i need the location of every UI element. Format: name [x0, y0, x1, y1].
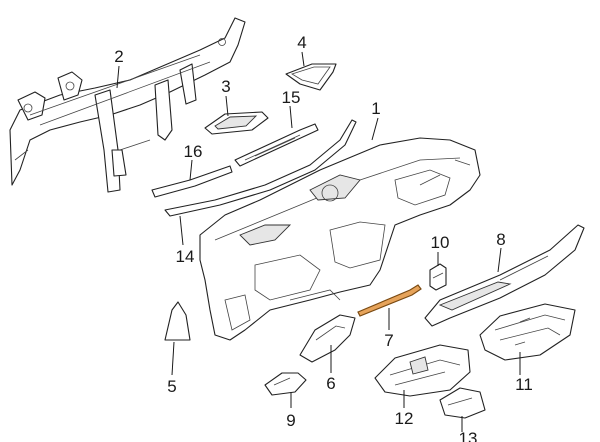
- part-6-knee-trim: [299, 314, 356, 363]
- part-7-trim-strip: [357, 284, 422, 317]
- part-8-dash-trim: [424, 224, 585, 327]
- part-13-small-bracket: [439, 387, 486, 419]
- part-16-trim-strip: [151, 165, 233, 198]
- callout-2: 2: [114, 47, 123, 66]
- part-3-vent-bezel: [204, 111, 269, 135]
- callout-6: 6: [326, 374, 335, 393]
- callout-labels: 1 2 3 4 5 6 7 8 9 10 11 12 13 14 15 16: [114, 33, 533, 442]
- callout-7: 7: [384, 331, 393, 350]
- part-10-bracket: [429, 263, 447, 291]
- callout-10: 10: [431, 233, 450, 252]
- callout-13: 13: [459, 429, 478, 442]
- callout-4: 4: [297, 33, 306, 52]
- callout-5: 5: [167, 377, 176, 396]
- part-5-end-cap: [164, 301, 191, 341]
- leader-lines: [116, 51, 521, 432]
- callout-15: 15: [282, 88, 301, 107]
- part-12-console-bracket: [374, 344, 471, 397]
- callout-3: 3: [221, 77, 230, 96]
- callout-11: 11: [515, 375, 533, 394]
- part-9-small-trim: [264, 372, 307, 396]
- callout-9: 9: [286, 411, 295, 430]
- part-1-instrument-panel: [199, 137, 481, 341]
- part-14-seal-strip: [164, 119, 357, 217]
- callout-16: 16: [184, 142, 203, 161]
- part-15-defroster-strip: [234, 123, 319, 167]
- callout-14: 14: [176, 247, 195, 266]
- callout-8: 8: [496, 230, 505, 249]
- part-11-glove-box: [479, 303, 576, 361]
- callout-12: 12: [395, 409, 414, 428]
- part-4-trim-cover: [285, 63, 337, 91]
- callout-1: 1: [371, 99, 380, 118]
- part-2-support-beam: [9, 17, 246, 193]
